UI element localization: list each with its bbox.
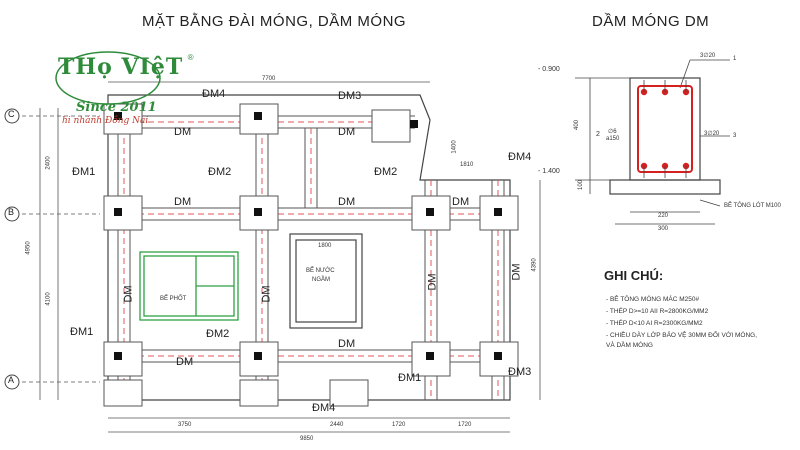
label-dm-top2: DM [338, 126, 356, 138]
label-dm1-lower: ĐM1 [70, 326, 94, 338]
label-dm1-bottom: ĐM1 [398, 372, 422, 384]
label-dm2-lower: ĐM2 [206, 328, 230, 340]
note-item: - THÉP D<10 AI R=2300KG/MM2 [606, 320, 703, 327]
dim-total: 9850 [300, 436, 314, 442]
logo-since: Since 2011 [76, 100, 157, 115]
label-dm3-top: ĐM3 [338, 90, 362, 102]
mark-3: 3 [733, 133, 737, 139]
section-title: DẦM MÓNG DM [592, 13, 710, 30]
logo-mark [55, 51, 161, 105]
bar-top: 3∅20 [700, 53, 716, 59]
septic-tank [139, 251, 239, 321]
label-dm-vert2: DM [260, 285, 273, 303]
stirrup-2: a150 [606, 136, 620, 142]
dim-mid: 1400 [451, 140, 458, 154]
water-tank [289, 233, 363, 329]
footing-pads [103, 103, 519, 407]
dim-bottom-2: 2440 [330, 422, 344, 428]
columns [114, 112, 502, 360]
label-dm-vert3: DM [426, 273, 439, 291]
label-dm-mid1: DM [174, 196, 192, 208]
label-dm4-top: ĐM4 [202, 88, 226, 100]
dim-left-2: 4100 [45, 292, 52, 306]
label-dm-mid2: DM [338, 196, 356, 208]
dim-right: 4390 [531, 258, 538, 272]
note-item: - CHIỀU DÀY LỚP BẢO VỆ 30MM ĐỐI VỚI MÓNG… [606, 332, 758, 339]
dim-tank: 1800 [318, 243, 332, 249]
label-dm3-bottom: ĐM3 [508, 366, 532, 378]
axis-b-label: B [8, 207, 15, 217]
notes-title: GHI CHÚ: [604, 268, 664, 283]
label-dm2-right: ĐM2 [374, 166, 398, 178]
label-dm-mid3: DM [452, 196, 470, 208]
beam-section [575, 59, 730, 225]
axis-bubbles [4, 108, 20, 390]
label-dm4-bottom: ĐM4 [312, 402, 336, 414]
dimension-lines [15, 81, 541, 433]
rebar-bars [640, 88, 690, 170]
sec-dim-h2: 100 [578, 179, 585, 191]
dim-top: 7700 [262, 76, 276, 82]
logo-brand: THọ VIệT [58, 54, 184, 80]
mark-2: 2 [596, 131, 600, 138]
dim-mid2: 1810 [460, 162, 474, 168]
dim-left: 4950 [25, 241, 32, 255]
plan-title: MẶT BẰNG ĐÀI MÓNG, DẦM MÓNG [142, 13, 407, 30]
label-dm4-right: ĐM4 [508, 151, 532, 163]
dim-left-1: 2400 [45, 156, 52, 170]
sec-dim-h1: 400 [574, 119, 581, 131]
level-bottom: - 1.400 [538, 168, 560, 175]
dim-bottom-4: 1720 [458, 422, 472, 428]
sec-dim-w2: 300 [658, 226, 669, 232]
sec-dim-w: 220 [658, 213, 669, 219]
rebar-ties [643, 80, 687, 178]
tank-label-1: BỂ NƯỚC [306, 268, 335, 274]
note-item: VÀ DẦM MÓNG [606, 342, 653, 349]
label-dm-vert4: DM [510, 263, 523, 281]
label-dm-top1: DM [174, 126, 192, 138]
axis-c-label: C [8, 109, 15, 119]
label-dm-lower1: DM [176, 356, 194, 368]
rebar-stirrup [637, 85, 693, 173]
axis-a-label: A [8, 375, 15, 385]
septic-label: BỂ PHỐT [160, 296, 187, 302]
note-item: - BÊ TÔNG MÓNG MÁC M250# [606, 296, 700, 303]
mark-1: 1 [733, 56, 737, 62]
level-top: - 0.900 [538, 66, 560, 73]
label-dm-lower2: DM [338, 338, 356, 350]
logo-branch: hi nhánh Đồng Nai [62, 116, 149, 126]
label-dm2-mid: ĐM2 [208, 166, 232, 178]
label-dm1-left: ĐM1 [72, 166, 96, 178]
registered-icon: ® [187, 53, 194, 62]
bar-bottom: 3∅20 [704, 131, 720, 137]
notes-list: - BÊ TÔNG MÓNG MÁC M250# - THÉP D>=10 AI… [606, 296, 757, 349]
stirrup-1: ∅6 [608, 129, 617, 135]
note-item: - THÉP D>=10 AII R=2800KG/MM2 [606, 308, 709, 315]
dim-bottom-3: 1720 [392, 422, 406, 428]
logo: THọ VIệT ® [58, 53, 194, 80]
tank-label-2: NGẦM [312, 277, 330, 283]
label-dm-vert1: DM [122, 285, 135, 303]
dim-bottom-1: 3750 [178, 422, 192, 428]
concrete-label: BÊ TÔNG LÓT M100 [724, 203, 781, 209]
